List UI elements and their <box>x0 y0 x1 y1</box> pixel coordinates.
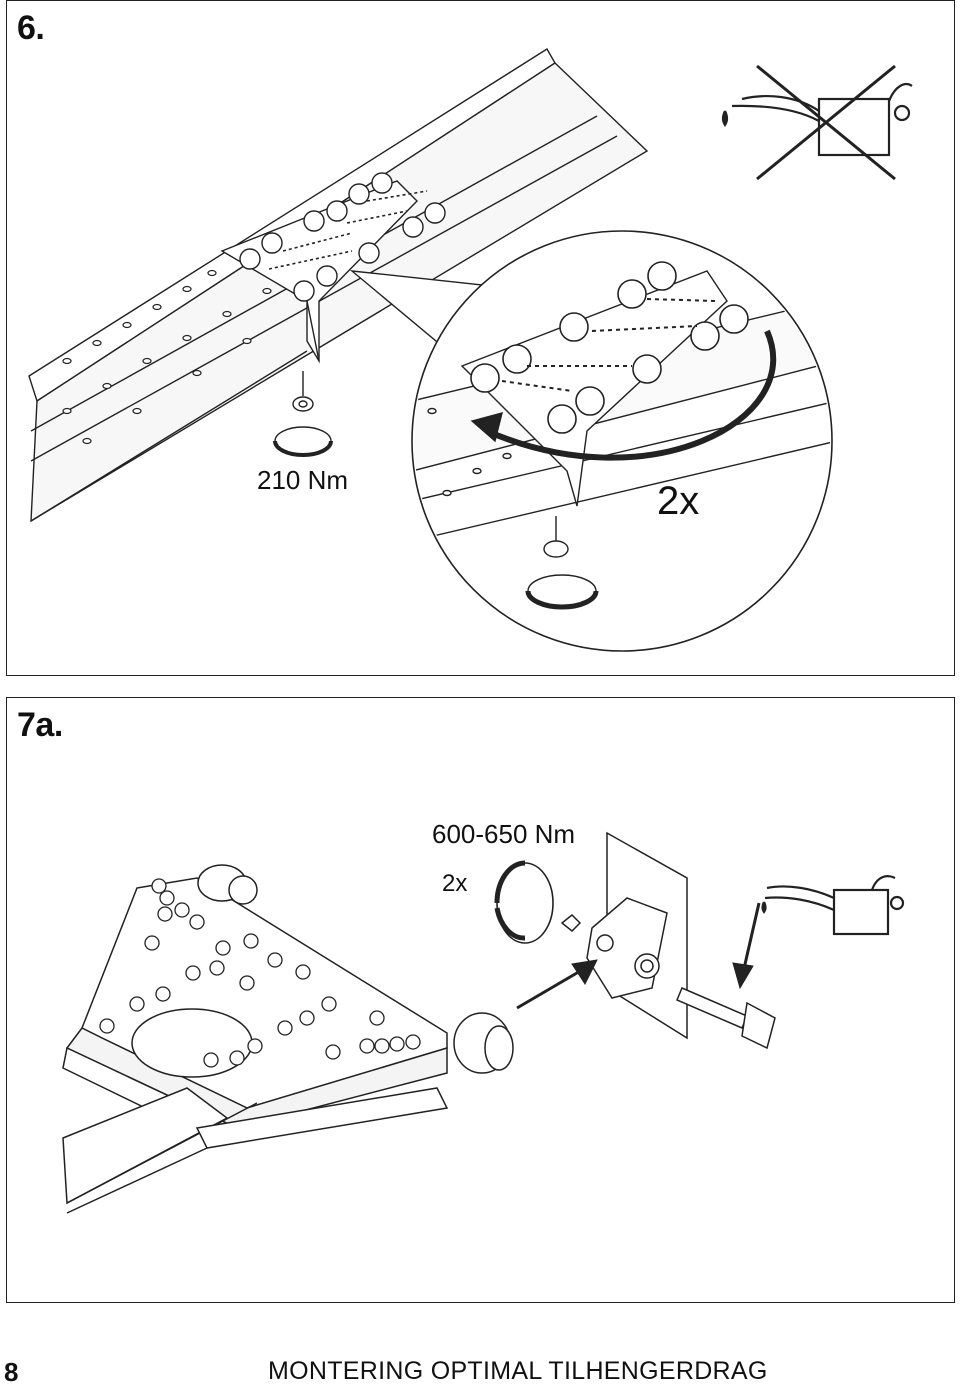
page-number: 8 <box>4 1357 19 1387</box>
oil-can-icon <box>761 875 905 936</box>
plate-bolts <box>239 172 446 302</box>
mount-bracket <box>560 831 688 1040</box>
coupling-bolts <box>99 878 421 1068</box>
beam-holes <box>62 269 272 445</box>
step-6-panel: 6. <box>6 0 955 676</box>
torque-value-label-7a: 600-650 Nm <box>432 819 576 849</box>
step-6-number: 6. <box>17 9 45 47</box>
step-7a-illustration <box>62 831 905 1214</box>
no-oil-can-icon <box>721 64 913 181</box>
hex-bolt <box>676 987 776 1050</box>
rotate-arrow-icon <box>494 860 554 944</box>
step-7a-number: 7a. <box>17 706 63 744</box>
rotate-arrow-icon-small <box>273 371 333 457</box>
repeat-count-label: 2x <box>657 479 700 523</box>
document-title: MONTERING OPTIMAL TILHENGERDRAG <box>268 1357 768 1385</box>
step-7a-panel: 7a. <box>6 697 955 1303</box>
repeat-count-label-7a: 2x <box>442 870 468 897</box>
step-6-illustration <box>28 48 913 652</box>
torque-value-label: 210 Nm <box>257 465 349 495</box>
